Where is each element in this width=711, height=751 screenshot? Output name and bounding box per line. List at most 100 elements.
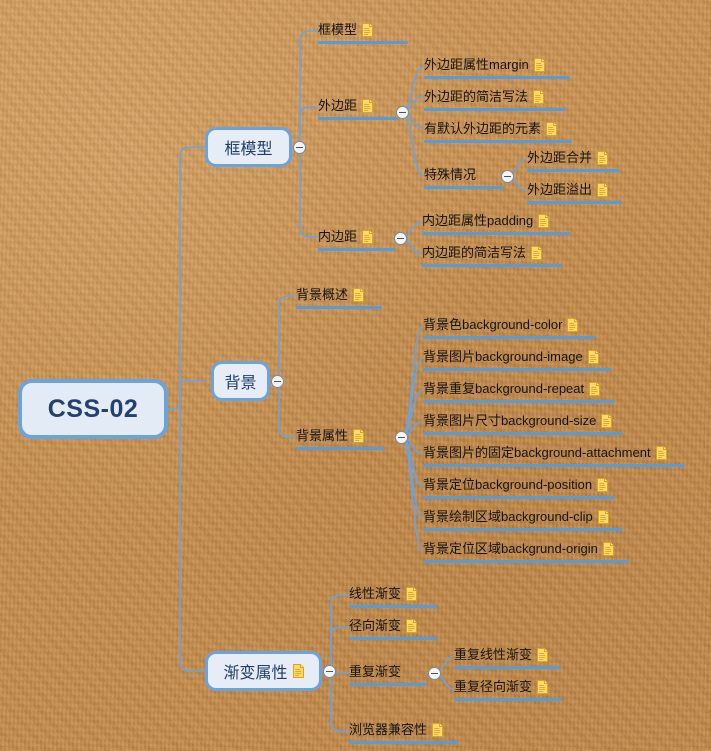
leaf-label: 背景定位background-position [423,477,593,492]
leaf-label: 背景图片background-image [423,349,583,364]
underline [423,496,615,499]
underline [423,528,623,531]
collapse-toggle-special-cases[interactable] [501,170,514,183]
leaf-label: 内边距属性padding [422,213,534,228]
document-icon [362,23,374,37]
collapse-toggle-gradient[interactable] [323,665,336,678]
leaf-node[interactable]: 有默认外边距的元素 [424,121,558,136]
document-icon [597,183,609,197]
underline [423,432,623,435]
underline [423,464,685,467]
document-icon [537,648,549,662]
leaf-node[interactable]: 内边距 [318,229,374,244]
underline [527,201,622,204]
underline [296,447,384,450]
document-icon [432,723,444,737]
leaf-node[interactable]: 径向渐变 [349,618,418,633]
branch-node-background[interactable]: 背景 [211,361,270,401]
leaf-label: 线性渐变 [349,586,402,601]
leaf-label: 外边距合并 [527,150,593,165]
leaf-label: 背景绘制区域background-clip [423,509,593,524]
branch-node-gradient[interactable]: 渐变属性 [205,651,322,691]
collapse-toggle-repeating-gradient[interactable] [428,667,441,680]
document-icon [353,429,365,443]
leaf-node[interactable]: 线性渐变 [349,586,418,601]
leaf-label: 背景重复background-repeat [423,381,585,396]
leaf-node[interactable]: 重复线性渐变 [454,647,549,662]
document-icon [362,99,374,113]
document-icon [292,664,304,678]
collapse-toggle-margin[interactable] [396,106,409,119]
document-icon [533,90,545,104]
leaf-node[interactable]: 重复径向渐变 [454,679,549,694]
document-icon [537,680,549,694]
underline [349,741,459,744]
document-icon [531,246,543,260]
document-icon [597,151,609,165]
leaf-node[interactable]: 背景重复background-repeat [423,381,601,396]
leaf-label: 内边距 [318,229,358,244]
document-icon [602,542,614,556]
leaf-node[interactable]: 框模型 [318,22,374,37]
root-node-label: CSS-02 [47,394,139,423]
leaf-node[interactable]: 背景定位区域backgrund-origin [423,541,614,556]
leaf-node[interactable]: 背景绘制区域background-clip [423,509,609,524]
leaf-node[interactable]: 背景属性 [296,428,365,443]
leaf-node[interactable]: 背景定位background-position [423,477,609,492]
leaf-node[interactable]: 背景图片的固定background-attachment [423,445,667,460]
underline [296,306,382,309]
underline [423,336,595,339]
document-icon [406,619,418,633]
leaf-node[interactable]: 背景图片尺寸background-size [423,413,613,428]
leaf-label: 外边距 [318,98,358,113]
underline [454,666,560,669]
leaf-node[interactable]: 内边距的简洁写法 [422,245,543,260]
leaf-node[interactable]: 内边距属性padding [422,213,550,228]
document-icon [589,382,601,396]
underline [318,248,396,251]
collapse-toggle-background-props[interactable] [395,431,408,444]
leaf-label: 径向渐变 [349,618,402,633]
document-icon [353,288,365,302]
leaf-node[interactable]: 外边距属性margin [424,57,545,72]
underline [318,117,398,120]
underline [349,637,437,640]
root-node-css-02[interactable]: CSS-02 [18,379,168,439]
leaf-node[interactable]: 背景色background-color [423,317,579,332]
leaf-node[interactable]: 外边距溢出 [527,182,609,197]
leaf-label: 外边距属性margin [424,57,529,72]
underline [424,76,570,79]
underline [527,169,620,172]
branch-node-box-model[interactable]: 框模型 [205,127,292,167]
leaf-node[interactable]: 外边距 [318,98,374,113]
branch-label: 框模型 [224,141,273,158]
collapse-toggle-padding[interactable] [394,232,407,245]
leaf-label: 浏览器兼容性 [349,722,428,737]
leaf-node[interactable]: 浏览器兼容性 [349,722,444,737]
leaf-label: 有默认外边距的元素 [424,121,542,136]
leaf-label: 背景图片的固定background-attachment [423,445,651,460]
document-icon [587,350,599,364]
leaf-label: 特殊情况 [424,167,477,182]
collapse-toggle-box-model[interactable] [293,141,306,154]
leaf-node[interactable]: 重复渐变 [349,664,401,679]
leaf-node[interactable]: 背景图片background-image [423,349,599,364]
underline [424,108,566,111]
branch-label: 渐变属性 [223,665,288,682]
leaf-label: 背景概述 [296,287,349,302]
underline [423,400,615,403]
leaf-node[interactable]: 特殊情况 [424,167,476,182]
leaf-node[interactable]: 外边距合并 [527,150,609,165]
leaf-node[interactable]: 背景概述 [296,287,365,302]
leaf-node[interactable]: 外边距的简洁写法 [424,89,545,104]
document-icon [546,122,558,136]
document-icon [597,478,609,492]
collapse-toggle-background[interactable] [271,375,284,388]
leaf-label: 背景定位区域backgrund-origin [423,541,598,556]
document-icon [601,414,613,428]
underline [318,41,408,44]
